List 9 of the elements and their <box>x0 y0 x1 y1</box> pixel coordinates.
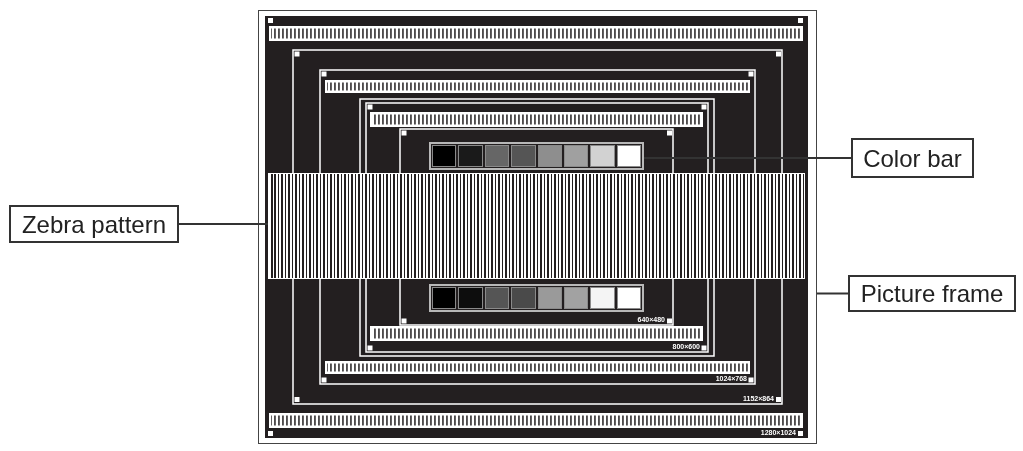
leader-line <box>816 292 849 295</box>
color-bar-strip <box>429 284 644 312</box>
callout-label: Zebra pattern <box>9 205 179 243</box>
leader-line <box>178 223 269 225</box>
color-bar-strip <box>429 142 644 170</box>
zebra-stripe-band <box>268 173 805 279</box>
callout-label: Picture frame <box>848 275 1016 312</box>
callout-label: Color bar <box>851 138 974 178</box>
test-pattern-frame <box>258 10 817 444</box>
